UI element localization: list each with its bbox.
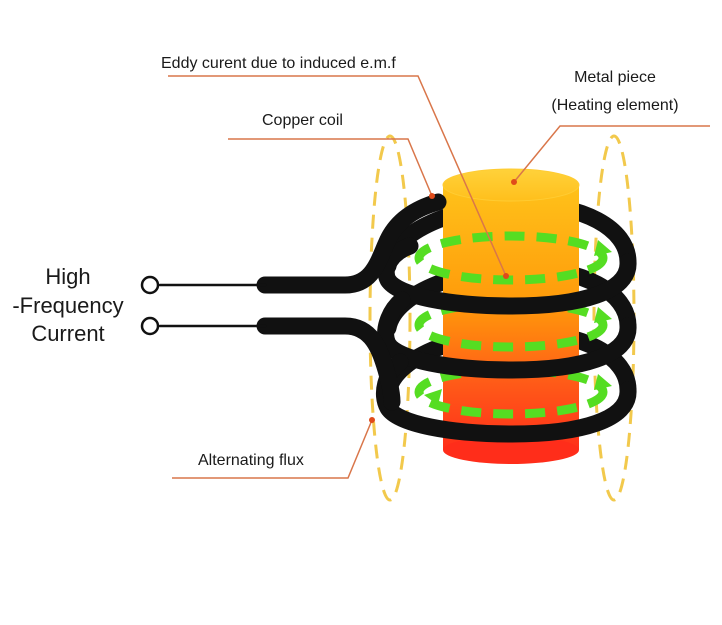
coil-lead-bottom <box>256 317 401 411</box>
coil-leads <box>158 193 447 411</box>
terminals <box>140 275 160 336</box>
coil-lead-top <box>256 193 447 294</box>
metal-piece-body <box>443 185 579 450</box>
terminal-bottom <box>140 316 160 336</box>
label-eddy-current: Eddy curent due to induced e.m.f <box>161 55 396 72</box>
label-source-line1: High <box>45 264 90 289</box>
label-copper-coil: Copper coil <box>262 112 343 129</box>
eddy-current-arrows <box>424 240 612 405</box>
eddy-arrow <box>424 389 442 405</box>
leader-dot <box>511 179 517 185</box>
label-alternating-flux: Alternating flux <box>198 452 304 469</box>
label-source-line3: Current <box>31 321 104 346</box>
label-metal-piece-line1: Metal piece <box>574 69 656 86</box>
leader-dot <box>503 273 509 279</box>
leader-copper-coil <box>228 138 433 197</box>
leader-dot <box>429 193 435 199</box>
leader-alternating-flux <box>172 419 373 479</box>
leader-eddy-current <box>168 75 507 277</box>
flux-ellipse-left <box>368 134 412 502</box>
leader-lines <box>168 75 710 479</box>
metal-piece-bottom <box>443 436 579 464</box>
eddy-arrow <box>594 240 612 256</box>
eddy-arrow <box>594 307 612 323</box>
label-source-line2: -Frequency <box>12 293 123 318</box>
eddy-arrow <box>594 374 612 390</box>
metal-piece <box>442 168 580 464</box>
metal-piece-top <box>442 168 580 202</box>
leader-dot <box>369 417 375 423</box>
eddy-loop-top <box>414 231 608 285</box>
labels: Eddy curent due to induced e.m.f Metal p… <box>12 55 678 469</box>
leader-metal-piece <box>513 125 710 183</box>
leader-dots <box>369 179 517 423</box>
terminal-top <box>140 275 160 295</box>
label-metal-piece-line2: (Heating element) <box>551 97 678 114</box>
